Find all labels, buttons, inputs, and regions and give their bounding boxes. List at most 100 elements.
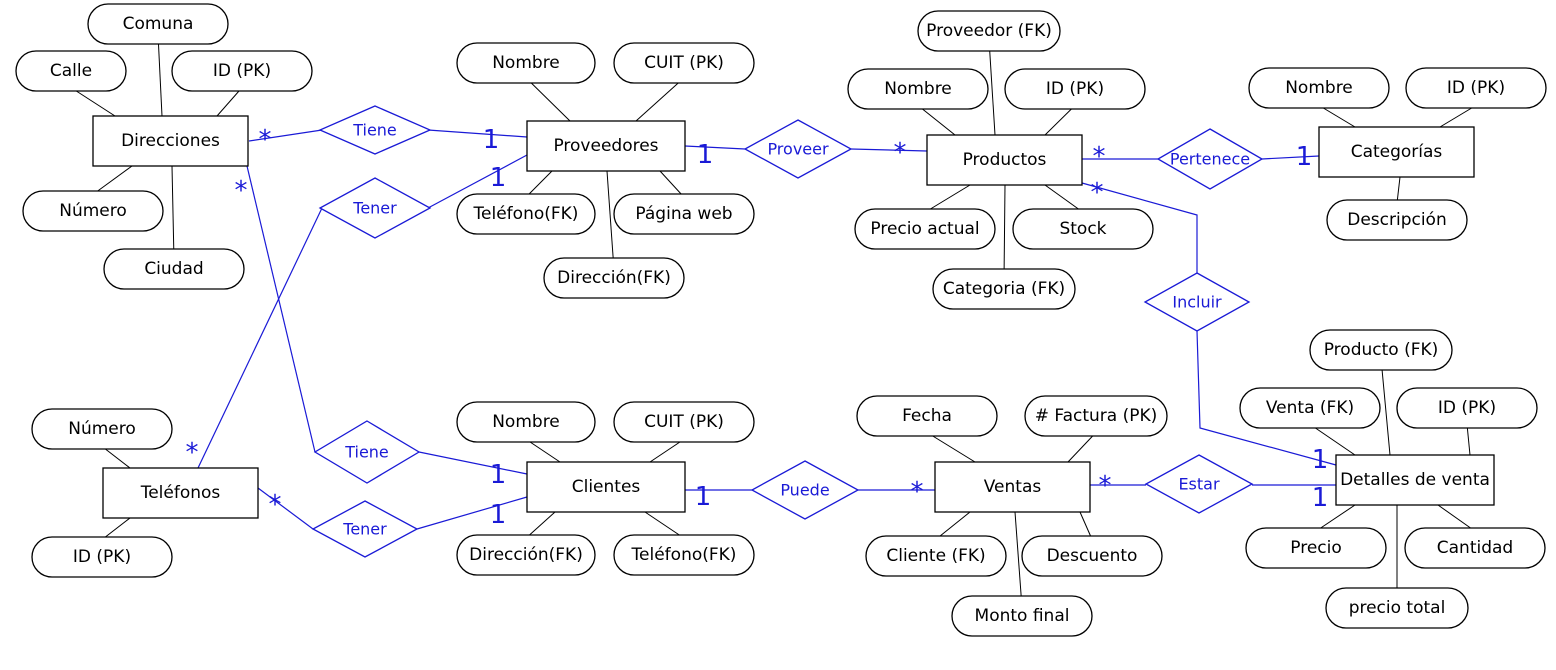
attribute-oval bbox=[613, 193, 755, 235]
attribute-label: Número bbox=[68, 419, 136, 439]
attribute-dir-ciudad: Ciudad bbox=[103, 248, 245, 290]
prod-precio-connector bbox=[930, 184, 971, 210]
attribute-oval bbox=[613, 42, 755, 84]
cli-cuit-connector bbox=[649, 441, 681, 463]
relationship-diamond bbox=[1144, 454, 1254, 514]
rel-incluir-to-cardinality: 1 bbox=[1312, 445, 1329, 475]
entity-box bbox=[102, 467, 259, 519]
attribute-oval bbox=[22, 190, 164, 232]
rel-tener-prov-to-cardinality: 1 bbox=[490, 163, 507, 193]
attribute-label: Precio actual bbox=[870, 219, 979, 239]
attribute-label: # Factura (PK) bbox=[1035, 406, 1158, 426]
attribute-prod-proveedor: Proveedor (FK) bbox=[917, 10, 1061, 52]
relationship-label: Incluir bbox=[1172, 293, 1222, 312]
attribute-label: Dirección(FK) bbox=[469, 545, 583, 565]
attribute-tel-id: ID (PK) bbox=[31, 536, 173, 578]
attribute-label: Cantidad bbox=[1437, 538, 1513, 558]
attribute-prod-precio: Precio actual bbox=[854, 208, 996, 250]
rel-tiene-prov-from-cardinality: * bbox=[259, 125, 272, 155]
dir-ciudad-connector bbox=[171, 165, 175, 250]
relationship-diamond bbox=[318, 177, 432, 239]
attribute-label: Descripción bbox=[1347, 210, 1447, 230]
attribute-oval bbox=[613, 401, 755, 443]
entity-direcciones: Direcciones bbox=[92, 115, 249, 167]
entity-label: Direcciones bbox=[121, 131, 220, 151]
entity-box bbox=[92, 115, 249, 167]
attribute-oval bbox=[1012, 208, 1154, 250]
entity-ventas: Ventas bbox=[934, 461, 1091, 513]
relationship-rel-proveer: Proveer bbox=[743, 119, 853, 179]
relationship-label: Tiene bbox=[352, 121, 397, 140]
attribute-cli-telefono: Teléfono(FK) bbox=[613, 534, 755, 576]
attribute-det-cantidad: Cantidad bbox=[1404, 527, 1546, 569]
attribute-label: ID (PK) bbox=[213, 61, 271, 81]
relationship-label: Pertenece bbox=[1170, 150, 1250, 169]
relationship-diamond bbox=[318, 105, 432, 155]
attribute-label: CUIT (PK) bbox=[644, 53, 724, 73]
ven-factura-connector bbox=[1067, 435, 1094, 463]
tel-id-connector bbox=[105, 517, 131, 538]
attribute-det-precio: Precio bbox=[1245, 527, 1387, 569]
attribute-prov-nombre: Nombre bbox=[456, 42, 596, 84]
attribute-oval bbox=[854, 208, 996, 250]
attribute-oval bbox=[932, 268, 1076, 310]
relationship-diamond bbox=[313, 420, 421, 484]
attribute-cli-direccion: Dirección(FK) bbox=[456, 534, 596, 576]
prod-nombre-connector bbox=[922, 108, 956, 136]
relationship-diamond bbox=[311, 500, 419, 558]
attribute-prov-telefono: Teléfono(FK) bbox=[456, 193, 596, 235]
attribute-oval bbox=[1326, 199, 1468, 241]
entity-box bbox=[1318, 126, 1475, 178]
attribute-label: Monto final bbox=[975, 606, 1070, 626]
relationship-diamond bbox=[1156, 128, 1264, 190]
entity-label: Clientes bbox=[572, 477, 641, 497]
rel-incluir-connector-1 bbox=[1081, 182, 1198, 273]
attribute-oval bbox=[1396, 387, 1538, 429]
attribute-ven-cliente: Cliente (FK) bbox=[865, 535, 1007, 577]
attribute-dir-numero: Número bbox=[22, 190, 164, 232]
rel-proveer-connector-1 bbox=[684, 145, 746, 150]
prod-proveedor-connector bbox=[989, 50, 996, 136]
attribute-prov-cuit: CUIT (PK) bbox=[613, 42, 755, 84]
rel-tiene-prov-to-cardinality: 1 bbox=[483, 125, 500, 155]
attribute-cli-nombre: Nombre bbox=[456, 401, 596, 443]
attribute-oval bbox=[1239, 387, 1381, 429]
attribute-dir-calle: Calle bbox=[15, 50, 127, 92]
rel-tener-prov-from-cardinality: * bbox=[235, 176, 248, 206]
attribute-label: ID (PK) bbox=[1438, 398, 1496, 418]
attribute-label: Nombre bbox=[1285, 78, 1353, 98]
relationship-rel-estar: Estar bbox=[1144, 454, 1254, 514]
attribute-det-total: precio total bbox=[1325, 587, 1469, 629]
prov-cuit-connector bbox=[635, 82, 679, 122]
attribute-label: Número bbox=[59, 201, 127, 221]
attribute-label: Stock bbox=[1059, 219, 1106, 239]
entity-telefonos: Teléfonos bbox=[102, 467, 259, 519]
relationship-diamond bbox=[743, 119, 853, 179]
attribute-oval bbox=[1245, 527, 1387, 569]
rel-proveer-connector-2 bbox=[850, 148, 928, 152]
det-producto-connector bbox=[1381, 369, 1391, 456]
attribute-label: Teléfono(FK) bbox=[473, 204, 579, 224]
attribute-oval bbox=[456, 401, 596, 443]
rel-tiene-cli-from-cardinality: * bbox=[186, 438, 199, 468]
relationship-label: Estar bbox=[1178, 475, 1220, 494]
attribute-label: Ciudad bbox=[144, 259, 203, 279]
tel-numero-connector bbox=[105, 448, 131, 469]
entity-label: Productos bbox=[963, 150, 1047, 170]
attribute-label: Categoria (FK) bbox=[943, 279, 1065, 299]
attribute-prod-id: ID (PK) bbox=[1004, 68, 1146, 110]
prov-direccion-connector bbox=[606, 170, 614, 259]
entity-box bbox=[926, 134, 1083, 186]
attribute-oval bbox=[1024, 395, 1168, 437]
attribute-ven-factura: # Factura (PK) bbox=[1024, 395, 1168, 437]
attribute-oval bbox=[1405, 67, 1547, 109]
relationship-diamond bbox=[1143, 272, 1251, 332]
prov-pagina-connector bbox=[659, 170, 682, 195]
ven-fecha-connector bbox=[932, 435, 976, 463]
cli-telefono-connector bbox=[644, 511, 680, 536]
attribute-label: ID (PK) bbox=[1046, 79, 1104, 99]
rel-tiene-prov-connector-2 bbox=[427, 129, 528, 138]
